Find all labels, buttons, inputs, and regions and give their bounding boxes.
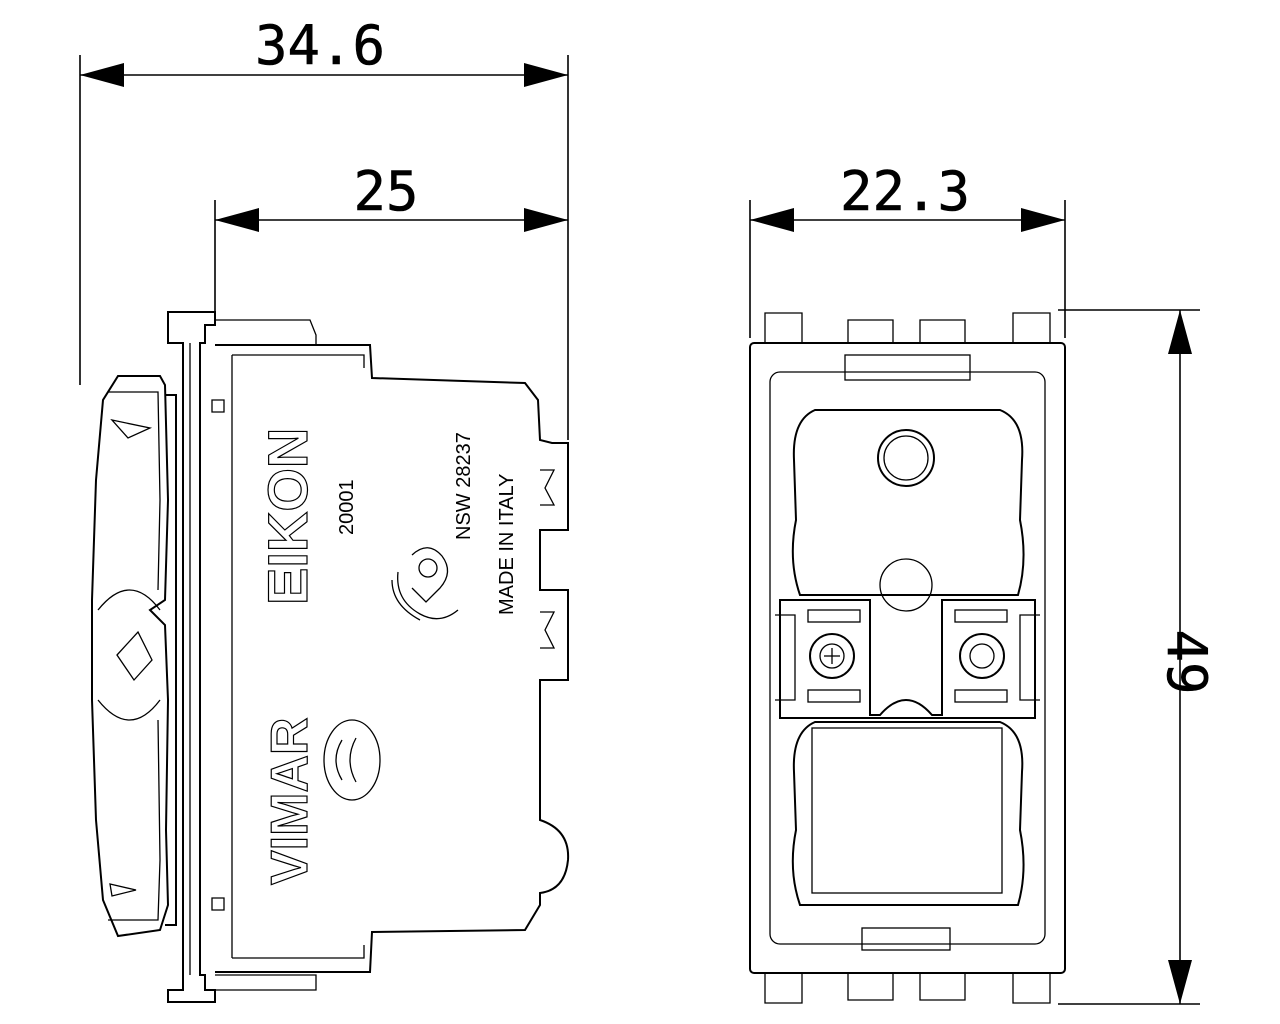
dimension-label-body-depth: 25 bbox=[353, 160, 418, 223]
dimension-label-height: 49 bbox=[1155, 629, 1218, 694]
dimension-body-depth: 25 bbox=[214, 160, 568, 312]
front-view bbox=[749, 312, 1066, 1004]
ce-mark-icon bbox=[323, 719, 381, 801]
series-marking: EIKON bbox=[256, 428, 319, 605]
origin-marking: MADE IN ITALY bbox=[496, 473, 518, 615]
brand-marking: VIMAR bbox=[261, 717, 319, 885]
dimension-overall-depth: 34.6 bbox=[79, 14, 569, 440]
certification-logo bbox=[391, 547, 459, 621]
terminal-screw-left bbox=[809, 633, 855, 679]
dimension-label-width: 22.3 bbox=[840, 160, 970, 223]
product-code-marking: 20001 bbox=[336, 479, 358, 535]
dimension-label-overall-depth: 34.6 bbox=[255, 14, 385, 77]
terminal-screw-right bbox=[959, 633, 1005, 679]
dimension-height: 49 bbox=[1058, 309, 1218, 1005]
side-view: EIKON 20001 VIMAR NSW 28237 MADE IN ITAL… bbox=[91, 311, 570, 1003]
approval-marking: NSW 28237 bbox=[453, 432, 475, 540]
dimension-width: 22.3 bbox=[749, 160, 1066, 338]
